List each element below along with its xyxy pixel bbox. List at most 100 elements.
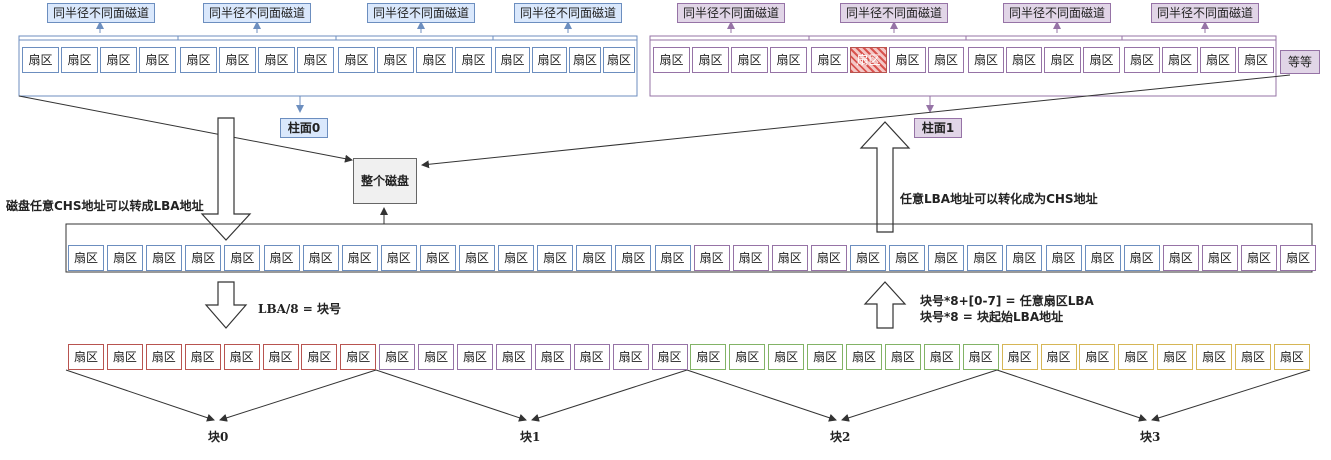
sector-cell: 扇区 — [379, 344, 416, 370]
sector-cell: 扇区 — [1162, 245, 1199, 271]
track-label: 同半径不同面磁道 — [1003, 3, 1111, 23]
sector-cell: 扇区 — [185, 245, 222, 271]
sector-cell: 扇区 — [68, 245, 104, 271]
sector-cell: 扇区 — [1157, 344, 1194, 370]
sector-cell: 扇区 — [573, 344, 610, 370]
sector-cell: 扇区 — [1201, 245, 1238, 271]
block-formula-2: 块号*8 = 块起始LBA地址 — [920, 310, 1064, 324]
sector-cell: 扇区 — [145, 344, 182, 370]
sector-cell: 扇区 — [962, 344, 999, 370]
sector-cell: 扇区 — [100, 47, 137, 73]
sector-cell: 扇区 — [612, 344, 649, 370]
track-label: 同半径不同面磁道 — [840, 3, 948, 23]
block-3-label: 块3 — [1140, 430, 1161, 444]
sector-cell: 扇区 — [419, 245, 456, 271]
track-label: 同半径不同面磁道 — [1151, 3, 1259, 23]
sector-cell: 扇区 — [884, 344, 921, 370]
sector-cell: 扇区 — [690, 344, 727, 370]
sector-cell: 扇区 — [418, 344, 455, 370]
sector-cell: 扇区 — [139, 47, 176, 73]
sector-cell: 扇区 — [654, 245, 691, 271]
sector-cell: 扇区 — [889, 245, 926, 271]
sector-cell: 扇区 — [968, 47, 1004, 73]
sector-cell: 扇区 — [693, 245, 730, 271]
sector-cell: 扇区 — [532, 47, 567, 73]
cylinder-0-label: 柱面0 — [280, 118, 328, 138]
sector-cell: 扇区 — [1123, 245, 1160, 271]
sector-cell: 扇区 — [380, 245, 417, 271]
sector-cell: 扇区 — [1006, 245, 1043, 271]
sector-cell: 扇区 — [1118, 344, 1155, 370]
track-label: 同半径不同面磁道 — [514, 3, 622, 23]
sector-cell: 扇区 — [1238, 47, 1274, 73]
track-label: 同半径不同面磁道 — [47, 3, 155, 23]
sector-cell: 扇区 — [1162, 47, 1198, 73]
sector-cell: 扇区 — [184, 344, 221, 370]
sector-cell: 扇区 — [340, 344, 377, 370]
sector-cell: 扇区 — [967, 245, 1004, 271]
sector-cell: 扇区 — [576, 245, 613, 271]
sector-cell: 扇区 — [459, 245, 495, 271]
sector-cell: 扇区 — [224, 245, 261, 271]
sector-cell: 扇区 — [731, 47, 768, 73]
sector-cell: 扇区 — [1006, 47, 1042, 73]
block-2-label: 块2 — [830, 430, 851, 444]
track-label: 同半径不同面磁道 — [367, 3, 475, 23]
sector-cell: 扇区 — [732, 245, 769, 271]
sector-cell: 扇区 — [495, 344, 532, 370]
sector-cell: 扇区 — [180, 47, 217, 73]
sector-cell: 扇区 — [850, 245, 886, 271]
sector-cell: 扇区 — [1200, 47, 1236, 73]
sector-cell-highlighted: 扇区 — [850, 47, 887, 73]
sector-cell: 扇区 — [768, 344, 805, 370]
sector-cell: 扇区 — [1083, 47, 1120, 73]
sector-cell: 扇区 — [1084, 245, 1121, 271]
sector-cell: 扇区 — [146, 245, 183, 271]
sector-cell: 扇区 — [457, 344, 493, 370]
sector-cell: 扇区 — [258, 47, 295, 73]
sector-cell: 扇区 — [219, 47, 256, 73]
sector-cell: 扇区 — [534, 344, 571, 370]
sector-cell: 扇区 — [810, 245, 847, 271]
sector-cell: 扇区 — [771, 245, 808, 271]
cylinder-1-label: 柱面1 — [914, 118, 962, 138]
sector-cell: 扇区 — [301, 344, 338, 370]
whole-disk-box: 整个磁盘 — [353, 158, 417, 204]
sector-cell: 扇区 — [770, 47, 807, 73]
lba-to-chs-note: 任意LBA地址可以转化成为CHS地址 — [900, 192, 1098, 206]
sector-cell: 扇区 — [653, 47, 690, 73]
etc-label: 等等 — [1280, 50, 1320, 74]
sector-cell: 扇区 — [1241, 245, 1277, 271]
chs-to-lba-note: 磁盘任意CHS地址可以转成LBA地址 — [6, 199, 204, 213]
sector-cell: 扇区 — [928, 245, 965, 271]
sector-cell: 扇区 — [923, 344, 960, 370]
sector-cell: 扇区 — [341, 245, 378, 271]
sector-cell: 扇区 — [569, 47, 601, 73]
sector-cell: 扇区 — [338, 47, 375, 73]
block-1-label: 块1 — [520, 430, 541, 444]
sector-cell: 扇区 — [68, 344, 104, 370]
sector-cell: 扇区 — [223, 344, 260, 370]
sector-cell: 扇区 — [22, 47, 59, 73]
sector-cell: 扇区 — [263, 245, 300, 271]
sector-cell: 扇区 — [302, 245, 339, 271]
block-formula-1: 块号*8+[0-7] = 任意扇区LBA — [920, 294, 1094, 308]
sector-cell: 扇区 — [416, 47, 453, 73]
sector-cell: 扇区 — [692, 47, 729, 73]
sector-cell: 扇区 — [1045, 245, 1082, 271]
sector-cell: 扇区 — [1235, 344, 1271, 370]
sector-cell: 扇区 — [603, 47, 635, 73]
sector-cell: 扇区 — [1280, 245, 1317, 271]
sector-cell: 扇区 — [1044, 47, 1081, 73]
sector-cell: 扇区 — [495, 47, 530, 73]
sector-cell: 扇区 — [377, 47, 414, 73]
sector-cell: 扇区 — [889, 47, 926, 73]
block-0-label: 块0 — [208, 430, 229, 444]
sector-cell: 扇区 — [1079, 344, 1116, 370]
sector-cell: 扇区 — [928, 47, 964, 73]
sector-cell: 扇区 — [1196, 344, 1233, 370]
sector-cell: 扇区 — [297, 47, 334, 73]
lba-div-note: LBA/8 = 块号 — [258, 302, 342, 316]
sector-cell: 扇区 — [498, 245, 535, 271]
